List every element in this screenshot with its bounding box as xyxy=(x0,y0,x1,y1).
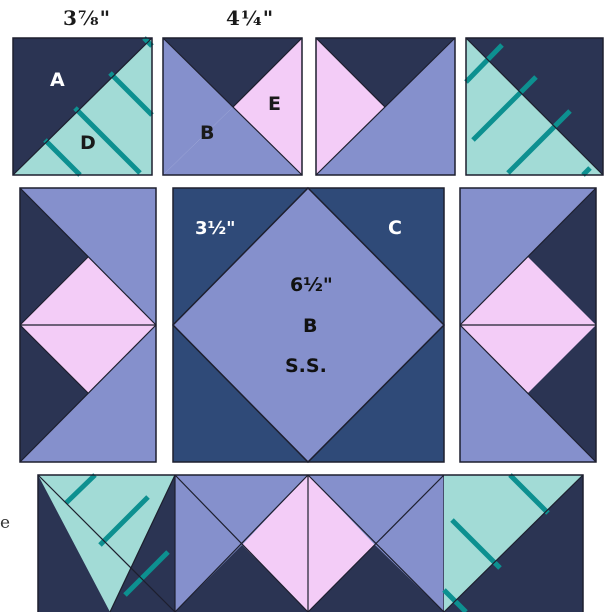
unit-b-e xyxy=(162,37,303,176)
bottom-hst-right xyxy=(37,473,584,612)
teal-stripes xyxy=(43,36,154,177)
teal-stripes xyxy=(464,43,592,177)
bottom-flying-geese xyxy=(174,474,445,612)
bottom-hst-left xyxy=(37,473,176,612)
label-d: D xyxy=(80,132,96,154)
unit-e-mirrored xyxy=(315,37,456,176)
label-center-dim-small: 3½" xyxy=(195,218,236,239)
label-b-left: B xyxy=(200,122,214,144)
dimension-label-top-left: 3⅞" xyxy=(63,6,112,30)
edge-text-fragment: e xyxy=(0,513,10,533)
label-center-ss: S.S. xyxy=(285,355,327,377)
label-c: C xyxy=(388,217,402,239)
flying-geese-left xyxy=(19,187,157,463)
label-a: A xyxy=(50,69,65,91)
teal-stripes xyxy=(64,473,170,597)
hst-unit-mirrored xyxy=(464,37,604,177)
flying-geese-right xyxy=(459,187,597,463)
label-center-b: B xyxy=(303,315,317,337)
dimension-label-top-second: 4¼" xyxy=(226,6,275,30)
hst-unit-a-d xyxy=(12,36,154,177)
label-center-dim-large: 6½" xyxy=(290,274,333,296)
center-square-in-square xyxy=(171,186,446,464)
label-e: E xyxy=(268,93,281,115)
